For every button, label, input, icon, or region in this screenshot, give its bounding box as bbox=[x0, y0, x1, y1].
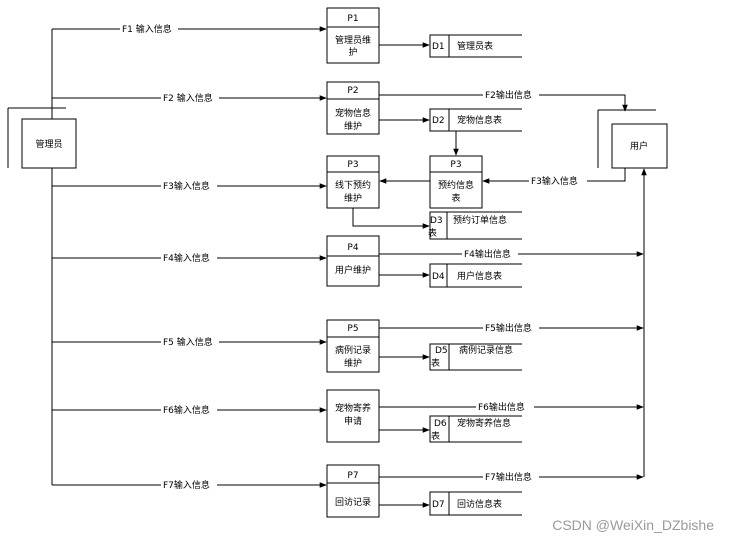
process-p7-id: P7 bbox=[347, 471, 358, 481]
process-p2-name: 宠物信息 bbox=[335, 107, 371, 119]
flow-f2-out-label: F2输出信息 bbox=[485, 89, 532, 101]
process-p6 bbox=[326, 389, 380, 443]
process-p6-name-2: 申请 bbox=[344, 415, 362, 427]
store-d4 bbox=[429, 263, 522, 288]
store-d1-id: D1 bbox=[432, 42, 445, 52]
store-d6-name: 宠物寄养信息 bbox=[457, 417, 511, 429]
store-d5-id: D5 bbox=[435, 346, 448, 356]
process-p4-id: P4 bbox=[347, 243, 358, 253]
process-p2-id: P2 bbox=[347, 86, 358, 96]
store-d3-id: D3 bbox=[430, 216, 443, 226]
store-d2-id: D2 bbox=[432, 116, 445, 126]
flow-f7-out-label: F7输出信息 bbox=[485, 471, 532, 483]
process-p7-name: 回访记录 bbox=[335, 497, 371, 508]
process-p6-name: 宠物寄养 bbox=[335, 402, 371, 414]
store-d5-wrap: 表 bbox=[431, 357, 440, 369]
store-d6-wrap: 表 bbox=[431, 430, 440, 442]
flow-f2-label: F2 输入信息 bbox=[163, 92, 213, 104]
store-d7-id: D7 bbox=[432, 500, 445, 510]
process-p1-id: P1 bbox=[347, 14, 358, 24]
store-d7 bbox=[429, 491, 522, 516]
store-d5-name: 病例记录信息 bbox=[459, 344, 513, 356]
flow-f4-label: F4输入信息 bbox=[163, 252, 210, 264]
store-d2 bbox=[429, 108, 522, 132]
store-d3 bbox=[429, 211, 522, 240]
process-p2 bbox=[326, 81, 380, 135]
admin-label: 管理员 bbox=[35, 138, 62, 150]
store-d6 bbox=[429, 415, 522, 443]
flow-f4-out-label: F4输出信息 bbox=[464, 248, 511, 260]
store-d4-id: D4 bbox=[432, 272, 445, 282]
store-d6-id: D6 bbox=[434, 419, 447, 429]
user-entity bbox=[597, 109, 668, 169]
process-p3-booking bbox=[429, 155, 483, 209]
process-p1-name: 管理员维 bbox=[335, 34, 371, 46]
admin-entity bbox=[7, 107, 77, 169]
process-p5-name: 病例记录 bbox=[335, 344, 371, 356]
process-p3b-name: 预约信息 bbox=[438, 179, 474, 191]
process-p4 bbox=[326, 235, 380, 287]
flow-f5-out-label: F5输出信息 bbox=[485, 322, 532, 334]
store-d5 bbox=[429, 343, 522, 371]
store-d7-name: 回访信息表 bbox=[457, 498, 502, 510]
process-p1 bbox=[326, 7, 380, 64]
flow-f1-label: F1 输入信息 bbox=[122, 23, 172, 35]
flow-f6-label: F6输入信息 bbox=[163, 404, 210, 416]
store-d4-name: 用户信息表 bbox=[457, 270, 502, 282]
flow-f6-out-label: F6输出信息 bbox=[478, 401, 525, 413]
process-p1-name-2: 护 bbox=[348, 46, 357, 58]
process-p3-name: 线下预约 bbox=[335, 179, 371, 191]
store-d1-name: 管理员表 bbox=[457, 40, 493, 52]
process-p3b-id: P3 bbox=[450, 160, 461, 170]
process-p5 bbox=[326, 319, 380, 373]
store-d3-name: 预约订单信息 bbox=[453, 214, 507, 226]
flow-f7-label: F7输入信息 bbox=[163, 479, 210, 491]
flow-f3-user-label: F3输入信息 bbox=[531, 175, 578, 187]
process-p3b-name-2: 表 bbox=[451, 192, 460, 204]
store-d2-name: 宠物信息表 bbox=[457, 114, 502, 126]
flow-f5-label: F5 输入信息 bbox=[163, 336, 213, 348]
process-p3-id: P3 bbox=[347, 160, 358, 170]
process-p4-name: 用户维护 bbox=[335, 264, 371, 276]
store-d1 bbox=[429, 34, 522, 58]
watermark: CSDN @WeiXin_DZbishe bbox=[552, 517, 714, 533]
process-p7 bbox=[326, 464, 380, 518]
process-p2-name-2: 维护 bbox=[344, 120, 362, 132]
process-p5-id: P5 bbox=[347, 324, 358, 334]
process-p5-name-2: 维护 bbox=[344, 357, 362, 369]
user-label: 用户 bbox=[630, 140, 648, 152]
flow-f3-label: F3输入信息 bbox=[163, 180, 210, 192]
process-p3-name-2: 维护 bbox=[344, 192, 362, 204]
store-d3-wrap: 表 bbox=[428, 227, 437, 239]
